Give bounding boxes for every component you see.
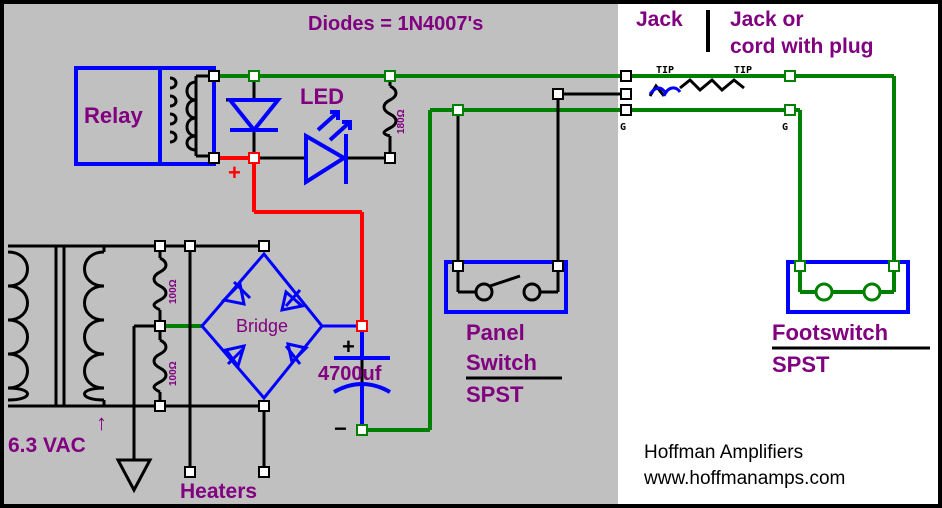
capacitor [333,326,391,430]
panel-switch-label-line1: Panel [466,320,525,345]
relay-label: Relay [84,103,143,128]
tip-label-left: TIP [656,65,674,76]
transformer [7,246,106,406]
ground-icon [115,458,153,494]
black-wiring [8,76,626,472]
jack [648,10,745,97]
voltage-arrow: ↑ [96,410,107,435]
red-plus-label: + [228,160,241,185]
panel-switch [444,260,568,314]
tip-label-right: TIP [734,65,752,76]
ground-label-right: G [782,122,788,133]
nodes [154,70,900,478]
resistor-top-label: 100Ω [168,279,179,304]
capacitor-plus-label: + [342,334,355,359]
ground-label-left: G [620,122,626,133]
green-wiring [160,74,896,432]
led [304,110,352,186]
voltage-label: 6.3 VAC [8,434,86,457]
resistor-led-label: 180Ω [396,109,407,134]
jack-label: Jack [636,8,683,31]
bridge-rectifier [200,251,324,401]
footswitch-type: SPST [772,352,830,377]
resistor-led [382,84,398,138]
right-panel-background [618,4,938,504]
diodes-note: Diodes = 1N4007's [308,13,483,35]
footswitch-label: Footswitch [772,320,888,345]
red-wiring [214,156,364,326]
panel-switch-label-line2: Switch [466,350,537,375]
bridge-label: Bridge [236,316,288,336]
led-label: LED [300,84,344,109]
left-panel-background [4,4,618,504]
capacitor-minus-label: − [334,416,347,441]
panel-switch-type: SPST [466,382,524,407]
heaters-label: Heaters [180,480,257,503]
relay-diode [225,98,283,134]
credit-url: www.hoffmanamps.com [643,468,845,489]
credit-name: Hoffman Amplifiers [644,442,803,463]
capacitor-label: 4700uf [318,363,382,385]
resistor-bottom-label: 100Ω [168,361,179,386]
jack-or-label: Jack or [730,8,804,31]
cord-with-plug-label: cord with plug [730,35,873,58]
